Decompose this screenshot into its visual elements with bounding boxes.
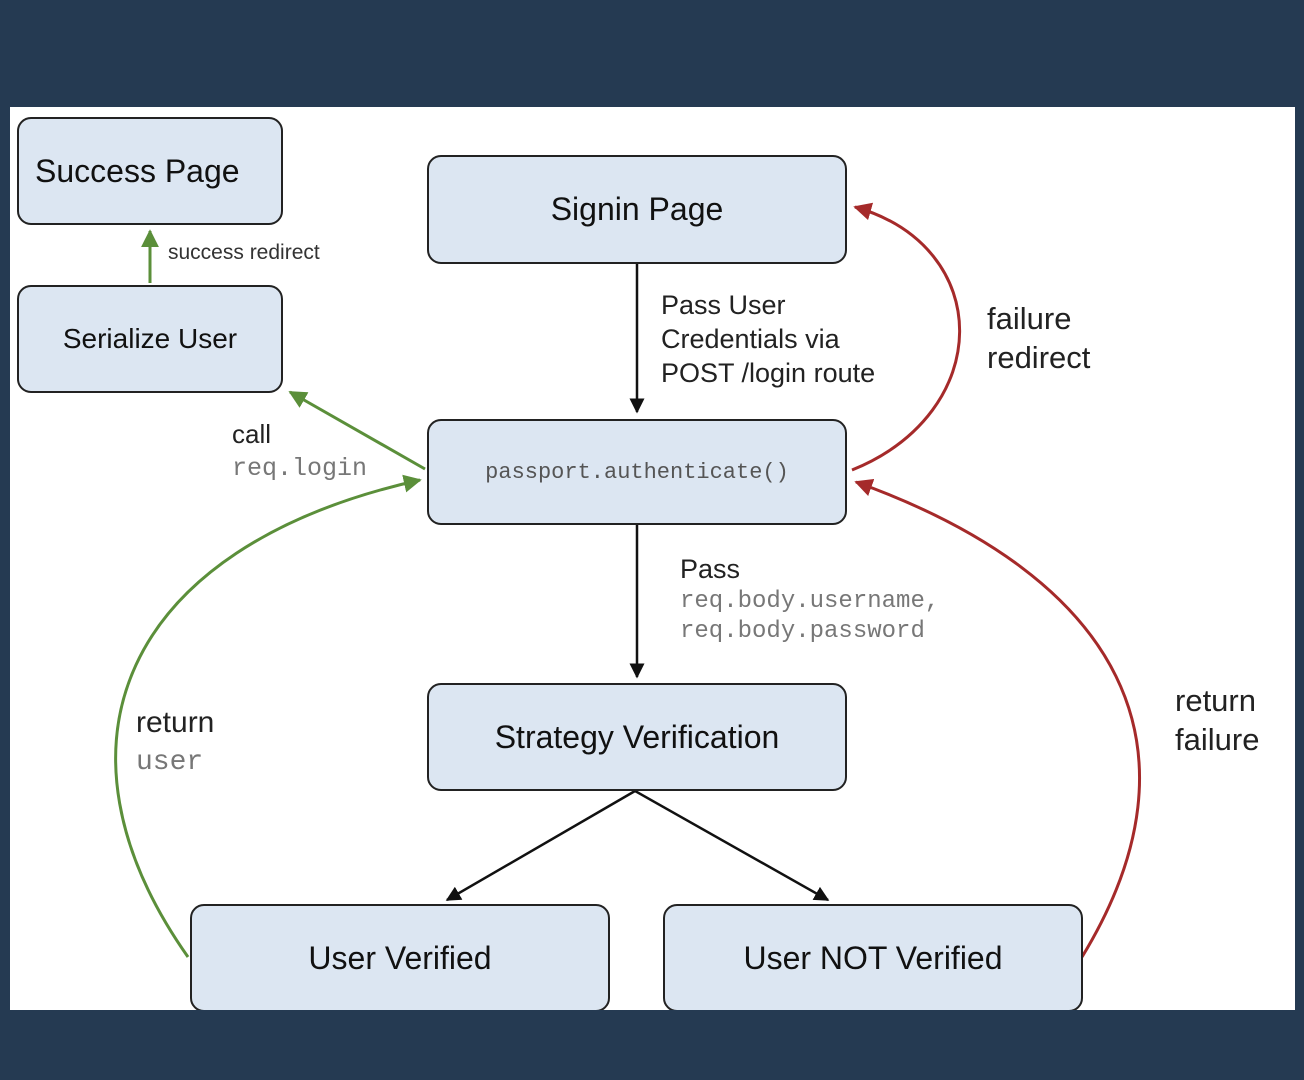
label-return-user-code: user [136,746,204,778]
label-pass-body: Pass req.body.username, req.body.passwor… [680,553,939,647]
node-user-verified: User Verified [190,904,610,1010]
edge-to-user-not-verified [634,789,830,902]
label-call-login: call req.login [232,417,367,486]
label-failure-redirect-line: redirect [987,339,1091,375]
label-failure-redirect-line: failure [987,301,1072,336]
label-pass-credentials-line: Pass User [661,290,786,320]
label-return-failure: return failure [1175,682,1259,760]
label-return-failure-line: return [1175,683,1256,718]
edge-call-login [288,390,426,471]
label-return-user: return user [136,703,214,781]
label-pass-credentials-line: POST /login route [661,357,876,388]
label-pass-body-code: req.body.username, [680,587,940,615]
label-pass-body-code: req.body.password [680,617,925,645]
node-user-not-verified: User NOT Verified [663,904,1083,1010]
edge-failure-redirect [851,202,962,472]
label-return-failure-line: failure [1175,721,1260,757]
label-success-redirect: success redirect [168,240,320,265]
diagram-canvas: Success Page Serialize User Signin Page … [10,107,1295,1010]
edge-return-failure [854,479,1142,958]
label-call-login-code: req.login [232,454,368,484]
label-failure-redirect: failure redirect [987,300,1090,378]
edge-to-user-verified [445,789,636,902]
label-success-redirect-text: success redirect [168,241,320,264]
label-pass-credentials: Pass User Credentials via POST /login ro… [661,289,875,390]
label-pass-body-text: Pass [680,554,741,584]
node-passport-authenticate: passport.authenticate() [427,419,847,525]
edge-return-user [114,474,422,958]
node-signin-page: Signin Page [427,155,847,264]
node-strategy-verification: Strategy Verification [427,683,847,791]
diagram-edges [114,202,1142,958]
node-serialize-user: Serialize User [17,285,283,393]
node-success-page: Success Page [17,117,283,225]
label-return-user-text: return [136,706,215,739]
label-call-login-text: call [232,419,272,449]
label-pass-credentials-line: Credentials via [661,323,840,354]
